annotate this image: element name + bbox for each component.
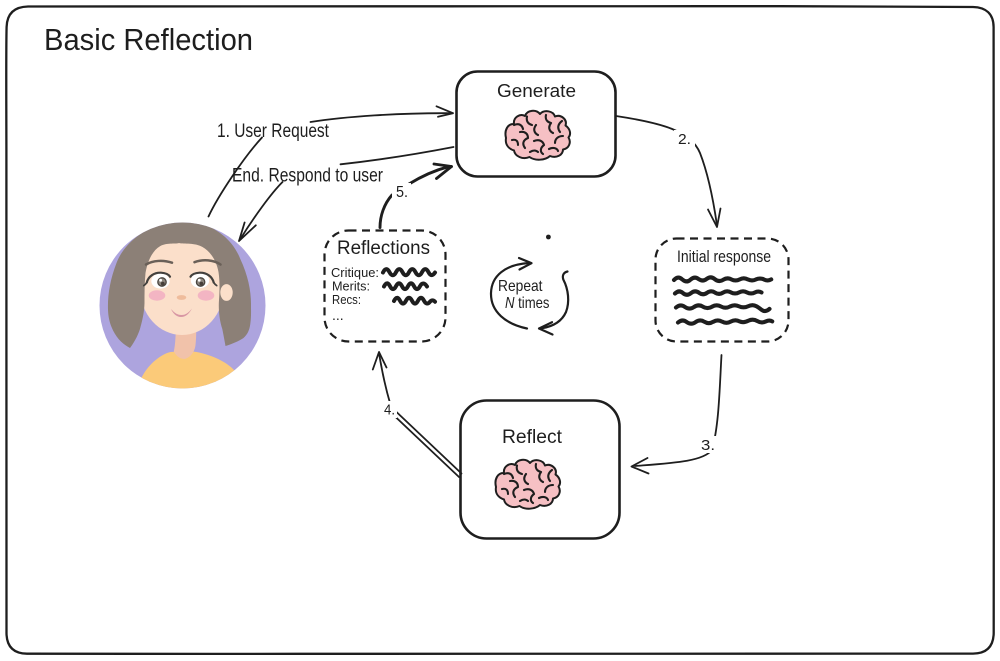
svg-text:Recs:: Recs: (332, 293, 361, 307)
svg-text:Merits:: Merits: (332, 280, 370, 294)
svg-text:Reflections: Reflections (337, 238, 430, 259)
svg-text:Critique:: Critique: (331, 266, 379, 280)
svg-text:3.: 3. (701, 437, 715, 454)
svg-text:4.: 4. (384, 402, 395, 419)
svg-text:End. Respond to user: End. Respond to user (232, 166, 384, 187)
svg-text:...: ... (332, 307, 344, 323)
svg-text:Initial response: Initial response (677, 247, 771, 266)
svg-text:1. User Request: 1. User Request (217, 121, 330, 142)
svg-text:Reflect: Reflect (502, 427, 563, 448)
svg-text:N times: N times (505, 295, 550, 312)
svg-text:2.: 2. (678, 131, 691, 148)
svg-text:Generate: Generate (497, 81, 576, 101)
svg-text:Basic Reflection: Basic Reflection (44, 22, 253, 57)
svg-text:5.: 5. (396, 184, 408, 201)
svg-text:Repeat: Repeat (498, 278, 543, 295)
